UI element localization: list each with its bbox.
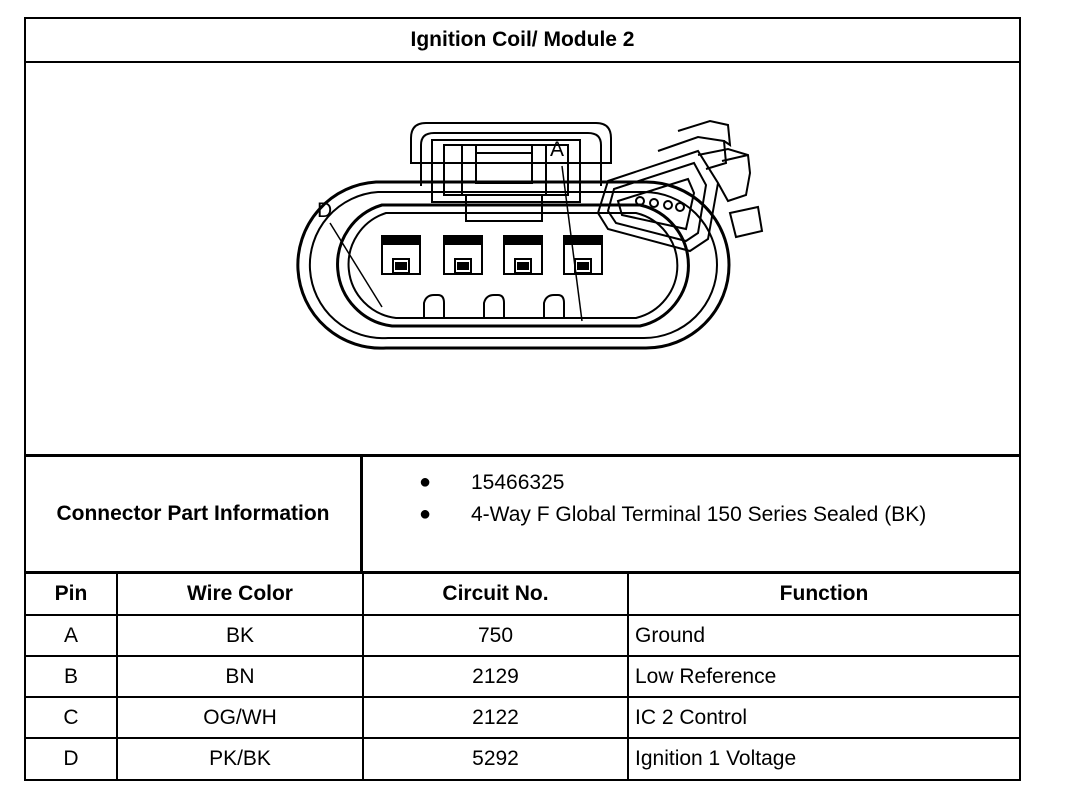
- cell-function: Ground: [627, 614, 1019, 657]
- terminal-cavity-d: [381, 235, 421, 275]
- bullet-icon: ●: [419, 503, 432, 525]
- cell-wire-color: BK: [116, 614, 364, 657]
- cell-pin: A: [26, 614, 118, 657]
- cell-pin: B: [26, 655, 118, 698]
- connector-body-outer: [296, 180, 731, 350]
- connector-face-drawing: D A: [296, 119, 764, 350]
- table-row: D PK/BK 5292 Ignition 1 Voltage: [26, 737, 1019, 779]
- table-row: C OG/WH 2122 IC 2 Control: [26, 696, 1019, 739]
- connector-outer-shell: [410, 122, 612, 164]
- connector-info-list: ● 15466325 ● 4-Way F Global Terminal 150…: [363, 457, 1019, 571]
- cell-function: IC 2 Control: [627, 696, 1019, 739]
- header-function: Function: [627, 574, 1019, 616]
- pin-label-a: A: [550, 138, 564, 161]
- leader-line-d: [329, 222, 383, 308]
- table-row: A BK 750 Ground: [26, 614, 1019, 657]
- cell-function: Low Reference: [627, 655, 1019, 698]
- connector-diagram: D A: [26, 63, 1019, 457]
- cell-circuit-no: 2122: [362, 696, 629, 739]
- bullet-icon: ●: [419, 471, 432, 493]
- leader-line-a: [561, 165, 583, 322]
- cell-circuit-no: 5292: [362, 737, 629, 779]
- cell-function: Ignition 1 Voltage: [627, 737, 1019, 779]
- connector-isometric-view: [596, 119, 764, 253]
- header-pin: Pin: [26, 574, 118, 616]
- cell-pin: D: [26, 737, 118, 779]
- latch-outer: [431, 139, 581, 203]
- table-header-row: Pin Wire Color Circuit No. Function: [26, 574, 1019, 616]
- header-circuit-no: Circuit No.: [362, 574, 629, 616]
- terminal-cavity-a: [563, 235, 603, 275]
- cell-wire-color: OG/WH: [116, 696, 364, 739]
- cell-pin: C: [26, 696, 118, 739]
- pinout-table: Pin Wire Color Circuit No. Function A BK…: [26, 574, 1019, 779]
- connector-sheet: Ignition Coil/ Module 2: [24, 17, 1021, 781]
- terminal-cavity-c: [443, 235, 483, 275]
- connector-part-number: 15466325: [471, 471, 565, 494]
- connector-info-row: Connector Part Information ● 15466325 ● …: [26, 457, 1019, 574]
- cell-circuit-no: 2129: [362, 655, 629, 698]
- cell-wire-color: BN: [116, 655, 364, 698]
- cell-wire-color: PK/BK: [116, 737, 364, 779]
- pin-label-d: D: [317, 199, 332, 222]
- table-row: B BN 2129 Low Reference: [26, 655, 1019, 698]
- connector-description: 4-Way F Global Terminal 150 Series Seale…: [471, 503, 927, 526]
- connector-info-label: Connector Part Information: [26, 457, 363, 571]
- header-wire-color: Wire Color: [116, 574, 364, 616]
- terminal-cavity-b: [503, 235, 543, 275]
- cell-circuit-no: 750: [362, 614, 629, 657]
- connector-info-item: ● 15466325: [363, 471, 1019, 501]
- connector-info-item: ● 4-Way F Global Terminal 150 Series Sea…: [363, 503, 1019, 533]
- sheet-title: Ignition Coil/ Module 2: [26, 19, 1019, 63]
